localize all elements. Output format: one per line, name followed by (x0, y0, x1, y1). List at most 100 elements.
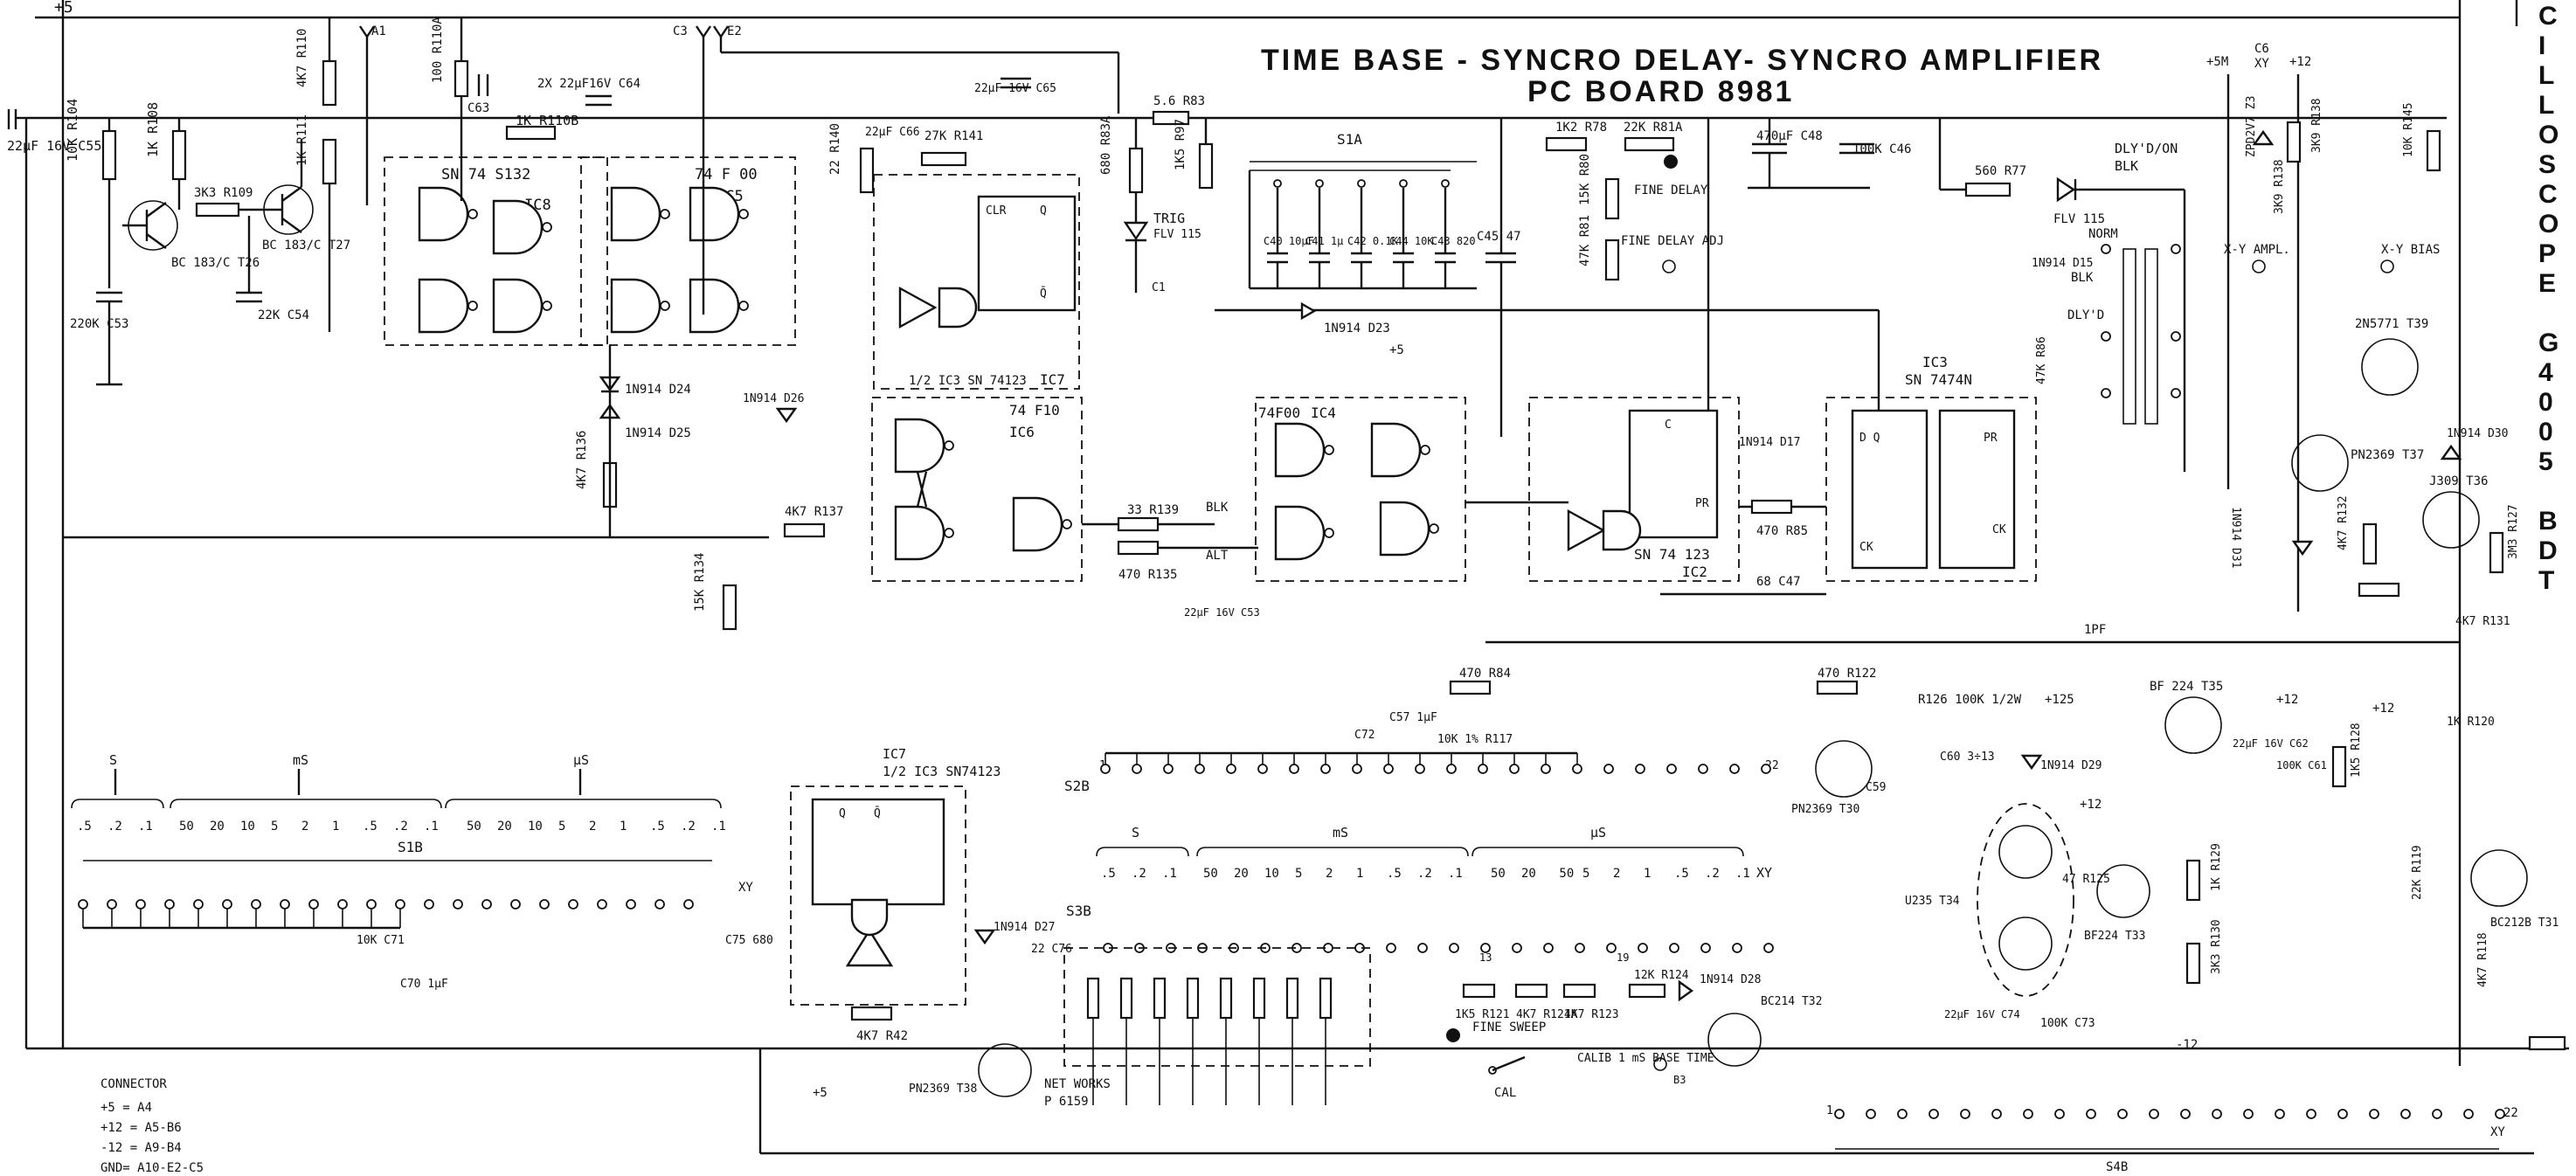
s2b-contact (1195, 764, 1205, 774)
d24-label: 1N914 D24 (625, 383, 691, 397)
ic2-type: SN 74 123 (1634, 546, 1710, 563)
s3b-value: .1 (1162, 867, 1177, 881)
t33-label: BF224 T33 (2084, 930, 2145, 943)
r122-label: 470 R122 (1818, 667, 1876, 681)
r120-label: 1K R120 (2447, 716, 2495, 729)
svg-text:CK: CK (1859, 541, 1873, 554)
sweep-amplifier: 470 R84 470 R122 R126 100K 1/2W +125 10K… (1354, 667, 2566, 1139)
t37-label: PN2369 T37 (2351, 448, 2424, 462)
r128-label: 1K5 R128 (2350, 723, 2363, 778)
s3b-contact (1606, 943, 1617, 953)
ic3-ref: IC3 (1922, 354, 1948, 370)
t34-dual-fet (1977, 803, 2074, 997)
t38-label: PN2369 T38 (909, 1083, 977, 1096)
d25-label: 1N914 D25 (625, 426, 691, 440)
s2b-contact (1289, 764, 1299, 774)
s1b-contact (481, 899, 492, 910)
c6-label: C6 (2254, 42, 2269, 56)
s3b-value: 5 (1582, 867, 1589, 881)
s1b-contact (395, 899, 405, 910)
s1a-label: S1A (1337, 131, 1362, 148)
t30-label: PN2369 T30 (1791, 803, 1859, 816)
xy-out-label: XY (2490, 1125, 2505, 1139)
dlyd-label: DLY'D (2067, 308, 2104, 322)
s1b-value: 2 (301, 820, 308, 834)
side-title-char: C (2538, 2, 2558, 31)
connector-line-3: -12 = A9-B4 (100, 1141, 182, 1155)
ic4-block: 74F00 IC4 (1255, 397, 1466, 582)
s3b-value: 50 (1491, 867, 1506, 881)
xy-bias-label: X-Y BIAS (2381, 243, 2440, 257)
s2b-contact (1226, 764, 1236, 774)
c62-label: 22µF 16V C62 (2233, 737, 2309, 750)
minus12-label: -12 (2176, 1038, 2198, 1052)
svg-text:C: C (1665, 419, 1672, 432)
s3b-value: 2 (1613, 867, 1620, 881)
r83-label: 5.6 R83 (1153, 94, 1205, 108)
c55-capacitor: 22µF 16V C55 (7, 109, 101, 154)
c70-label: C70 1µF (400, 978, 448, 991)
r121a-label: 4K7 R121A (1516, 1008, 1578, 1021)
s2b-contact (1635, 764, 1645, 774)
s1b-contact (308, 899, 319, 910)
xy-bias-adj-icon[interactable] (2380, 259, 2394, 273)
pin13-label: 13 (1479, 951, 1492, 964)
b3-label: B3 (1673, 1074, 1686, 1086)
t31-label: BC212B T31 (2490, 917, 2559, 930)
title-line-1: TIME BASE - SYNCRO DELAY- SYNCRO AMPLIFI… (1261, 44, 2103, 77)
norm-dlyd-switch[interactable]: NORM BLK DLY'D (2067, 227, 2181, 425)
s2b-contact (1541, 764, 1551, 774)
fine-delay-knob[interactable] (1664, 155, 1678, 169)
s1b-value: 20 (497, 820, 512, 834)
dly-on-label: DLY'D/ON (2115, 141, 2178, 156)
ic7b-ref: IC7 (883, 746, 906, 762)
c75-label: C75 680 (725, 934, 773, 947)
s4b-contact (1866, 1109, 1876, 1119)
e2-label: E2 (727, 24, 742, 38)
plus12-r120-label: +12 (2372, 702, 2394, 716)
plus5m-label: +5M (2206, 55, 2228, 69)
s1b-contact (164, 899, 175, 910)
fine-sweep-knob[interactable] (1446, 1028, 1460, 1042)
connector-heading: CONNECTOR (100, 1077, 167, 1091)
s3b-contact (1700, 943, 1711, 953)
pin19-label: 19 (1617, 951, 1629, 964)
s1b-value: .2 (681, 820, 696, 834)
s1b-value: .5 (77, 820, 92, 834)
fine-delay-adj-icon[interactable] (1662, 259, 1676, 273)
connector-line-2: +12 = A5-B6 (100, 1121, 182, 1135)
s1b-contact (78, 899, 88, 910)
xy-ampl-adj-icon[interactable] (2252, 259, 2266, 273)
s2b-contact (1383, 764, 1394, 774)
d27-label: 1N914 D27 (994, 921, 1055, 934)
ic8-block: SN 74 S132 IC8 (384, 156, 608, 346)
s2b-switch[interactable]: S2B 1 22 (1064, 751, 1779, 794)
s3b-contact (1575, 943, 1585, 953)
calib-adj-icon[interactable] (1653, 1057, 1667, 1071)
svg-text:D Q: D Q (1859, 432, 1880, 445)
s4b-label: S4B (2106, 1160, 2128, 1174)
side-title-char: 0 (2538, 418, 2553, 446)
s4b-switch[interactable]: 1 S4B (1826, 1104, 2505, 1174)
c66-label: 22µF C66 (865, 126, 920, 139)
t35-transistor (2164, 696, 2222, 754)
s3b-contact (1480, 943, 1491, 953)
s4b-contact (1897, 1109, 1908, 1119)
c41-label: C41 1µ (1305, 235, 1343, 247)
d31-label: 1N914 D31 (2229, 507, 2242, 568)
xy-top-label: XY (2254, 57, 2269, 71)
s2b-contact (1446, 764, 1457, 774)
p6159-label: P 6159 (1044, 1095, 1089, 1109)
s3b-value: .2 (1705, 867, 1720, 881)
ic7-top-block: 1/2 IC3 SN 74123 CLR Q Q̄ 27K R141 22µF … (828, 77, 1080, 390)
s2b-contact (1352, 764, 1362, 774)
c76-label: 22 C76 (1031, 943, 1072, 956)
c3-e2-inputs: C3 E2 (673, 24, 1120, 315)
s1b-contact (539, 899, 550, 910)
c74-label: 22µF 16V C74 (1944, 1008, 2020, 1020)
pin22-out-label: 22 (2503, 1106, 2518, 1120)
plus12-t34-label: +12 (2080, 798, 2102, 812)
blk-out-label: BLK (1206, 501, 1229, 515)
